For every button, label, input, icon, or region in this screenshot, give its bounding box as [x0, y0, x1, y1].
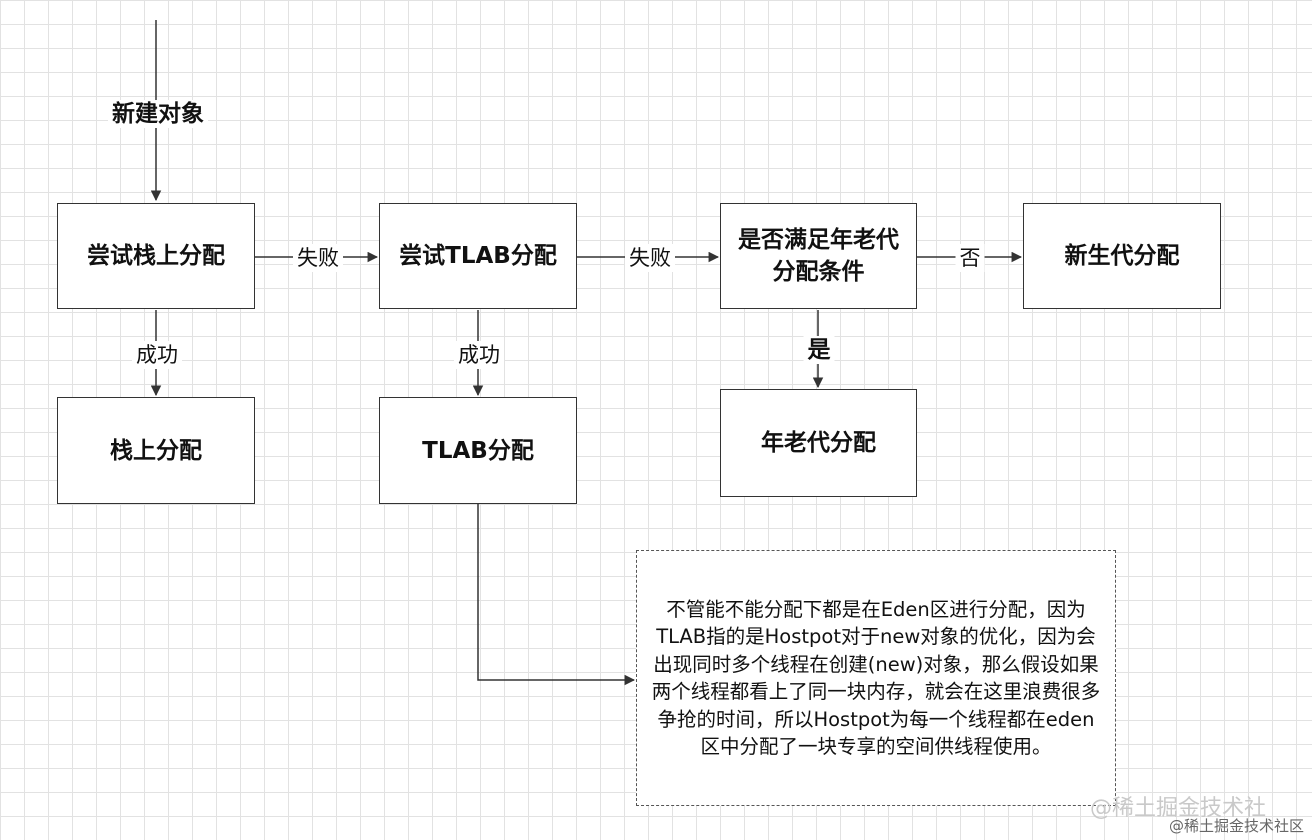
node-young-gen-allocation-label: 新生代分配 — [1064, 243, 1180, 269]
watermark: @稀土掘金技术社区 — [1168, 817, 1304, 835]
edge-label-old-yes: 是 — [803, 336, 835, 364]
edge-label-stack-fail: 失败 — [293, 244, 343, 272]
eden-allocation-note[interactable]: 不管能不能分配下都是在Eden区进行分配，因为TLAB指的是Hostpot对于n… — [636, 550, 1116, 806]
node-try-stack-allocation-label: 尝试栈上分配 — [87, 243, 225, 269]
node-try-tlab-allocation-label: 尝试TLAB分配 — [399, 243, 557, 269]
node-tlab-allocation[interactable]: TLAB分配 — [379, 397, 577, 504]
entry-label: 新建对象 — [108, 100, 208, 128]
edge-label-tlab-fail: 失败 — [625, 244, 675, 272]
edge-label-tlab-success: 成功 — [454, 341, 504, 369]
edge-label-old-no: 否 — [955, 244, 985, 272]
eden-allocation-note-text: 不管能不能分配下都是在Eden区进行分配，因为TLAB指的是Hostpot对于n… — [651, 597, 1101, 759]
node-young-gen-allocation[interactable]: 新生代分配 — [1023, 203, 1221, 309]
node-old-gen-allocation-label: 年老代分配 — [761, 430, 876, 456]
node-tlab-allocation-label: TLAB分配 — [422, 437, 534, 464]
node-stack-allocation-label: 栈上分配 — [110, 437, 202, 464]
node-try-stack-allocation[interactable]: 尝试栈上分配 — [57, 203, 255, 309]
edge-label-stack-success: 成功 — [132, 341, 182, 369]
node-old-gen-condition[interactable]: 是否满足年老代分配条件 — [720, 203, 917, 309]
node-stack-allocation[interactable]: 栈上分配 — [57, 397, 255, 504]
tlab-note-connector — [477, 504, 636, 686]
node-try-tlab-allocation[interactable]: 尝试TLAB分配 — [379, 203, 577, 309]
node-old-gen-allocation[interactable]: 年老代分配 — [720, 389, 917, 497]
watermark-faded: @稀土掘金技术社 — [1090, 796, 1267, 821]
node-old-gen-condition-label: 是否满足年老代分配条件 — [738, 227, 899, 285]
